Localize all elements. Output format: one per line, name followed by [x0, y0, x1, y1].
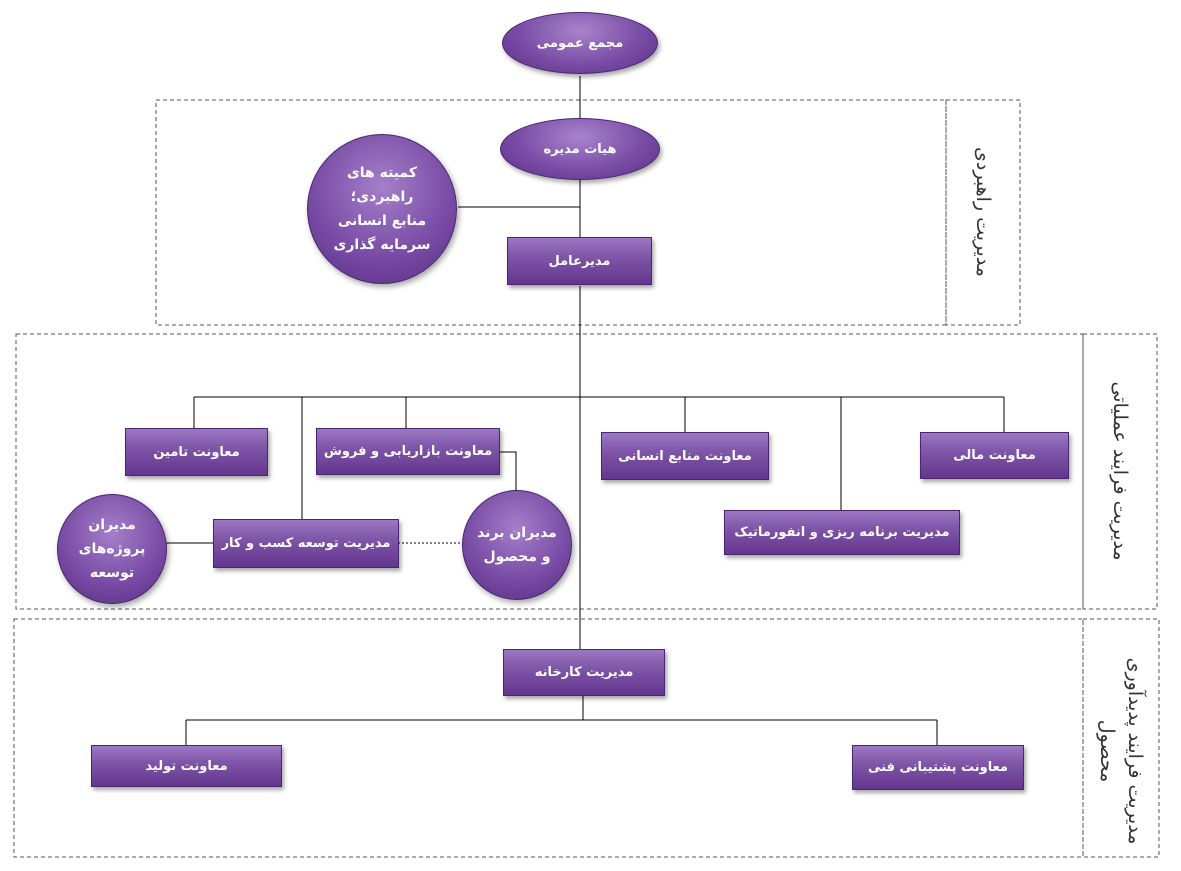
product-zone-box — [13, 618, 1084, 858]
node-business-dev-label: مدیریت توسعه کسب و کار — [221, 536, 391, 551]
operational-zone-label-box — [1082, 333, 1158, 610]
node-production-label: معاونت تولید — [145, 758, 228, 774]
zone-label-strategic: مدیریت راهبردی — [969, 122, 997, 302]
node-brand-product-managers: مدیران برند و محصول — [462, 490, 572, 600]
zone-label-operational: مدیریت فرایند عملیاتی — [1106, 371, 1134, 571]
node-general-assembly: مجمع عمومی — [502, 12, 658, 74]
node-ceo: مدیرعامل — [507, 237, 652, 285]
zone-label-product-line1: مدیریت فرایند پدیدآوری — [1124, 657, 1146, 845]
node-supply-label: معاونت تامین — [153, 444, 240, 460]
node-technical-support: معاونت پشتیبانی فنی — [852, 745, 1024, 790]
node-finance-label: معاونت مالی — [953, 448, 1036, 463]
node-marketing-sales-label: معاونت بازاریابی و فروش — [323, 444, 493, 459]
node-dev-project-managers-line1: مدیران — [88, 517, 136, 533]
node-committees-line1: کمیته های — [346, 165, 418, 181]
node-planning-it: مدیریت برنامه ریزی و انفورماتیک — [724, 510, 960, 555]
strategic-zone-box — [155, 99, 947, 326]
node-dev-project-managers: مدیران پروژه‌های توسعه — [57, 494, 167, 604]
node-supply: معاونت تامین — [125, 428, 268, 476]
node-board-label: هیات مدیره — [543, 141, 617, 157]
node-factory: مدیریت کارخانه — [503, 649, 665, 696]
node-technical-support-label: معاونت پشتیبانی فنی — [868, 760, 1008, 775]
node-committees-line3: منابع انسانی — [337, 213, 427, 229]
zone-label-operational-text: مدیریت فرایند عملیاتی — [1109, 381, 1131, 561]
zone-label-strategic-text: مدیریت راهبردی — [972, 147, 994, 277]
node-planning-it-label: مدیریت برنامه ریزی و انفورماتیک — [734, 525, 950, 540]
zone-label-product: مدیریت فرایند پدیدآوری محصول — [1093, 646, 1149, 856]
node-production: معاونت تولید — [91, 745, 282, 787]
node-brand-product-managers-line2: و محصول — [483, 549, 551, 565]
node-ceo-label: مدیرعامل — [548, 253, 611, 269]
node-committees: کمیته های راهبردی؛ منابع انسانی سرمایه گ… — [307, 134, 457, 284]
strategic-zone-label-box — [945, 99, 1021, 326]
node-hr-label: معاونت منابع انسانی — [618, 448, 752, 464]
node-committees-line2: راهبردی؛ — [350, 189, 414, 205]
node-marketing-sales: معاونت بازاریابی و فروش — [316, 428, 500, 475]
node-business-dev: مدیریت توسعه کسب و کار — [213, 519, 399, 568]
node-dev-project-managers-line2: پروژه‌های — [78, 541, 146, 557]
node-board: هیات مدیره — [500, 118, 660, 180]
node-general-assembly-label: مجمع عمومی — [536, 35, 624, 51]
node-finance: معاونت مالی — [920, 432, 1069, 479]
zone-label-product-line2: محصول — [1096, 719, 1118, 783]
node-dev-project-managers-line3: توسعه — [89, 565, 135, 581]
node-factory-label: مدیریت کارخانه — [534, 665, 634, 680]
node-brand-product-managers-line1: مدیران برند — [477, 525, 557, 541]
node-committees-line4: سرمایه گذاری — [333, 237, 431, 253]
product-zone-label-box — [1082, 618, 1160, 858]
node-hr: معاونت منابع انسانی — [601, 432, 769, 480]
